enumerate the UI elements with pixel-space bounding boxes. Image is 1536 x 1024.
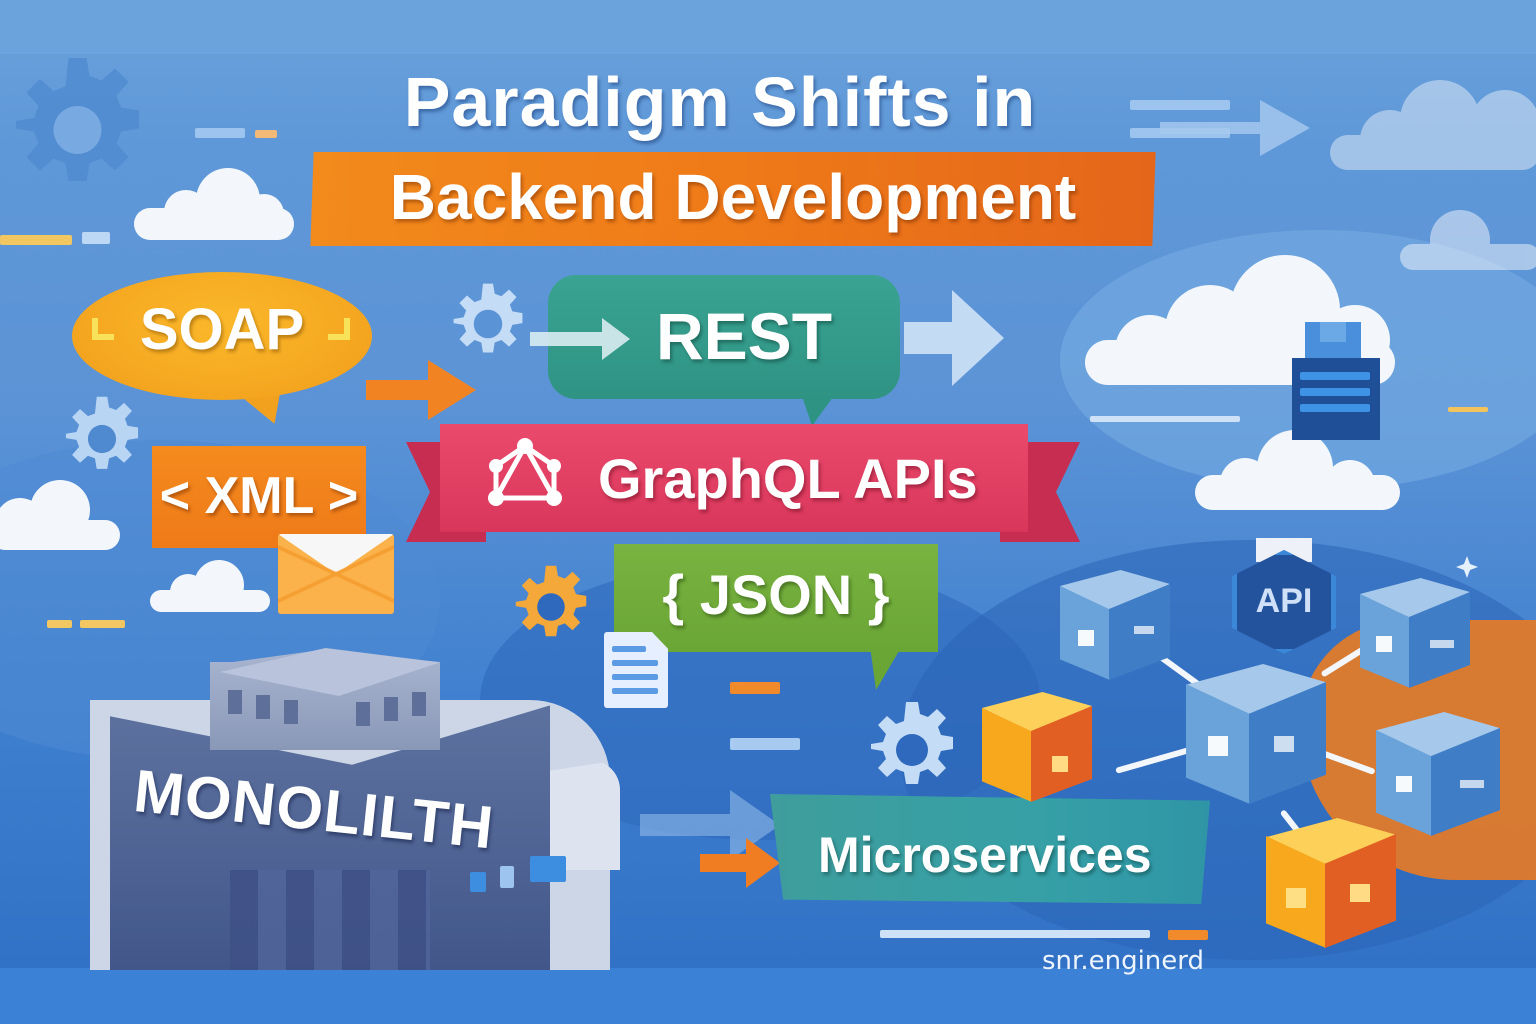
decorative-dash <box>255 130 277 138</box>
window <box>384 697 398 721</box>
title-line-2: Backend Development <box>389 161 1077 233</box>
cloud-icon <box>1195 430 1400 510</box>
envelope-icon <box>278 534 394 614</box>
arrow-right-icon <box>640 790 780 860</box>
decorative-dash <box>1168 930 1208 940</box>
xml-label: < XML > <box>159 467 359 525</box>
top-sky-band <box>0 0 1536 54</box>
arrow-right-icon <box>366 360 476 420</box>
window <box>500 866 514 888</box>
window <box>470 872 486 892</box>
gear-icon <box>871 702 953 784</box>
decorative-dash <box>730 682 780 694</box>
gear-icon <box>515 565 587 637</box>
microservice-cube <box>1360 578 1470 688</box>
decorative-dash <box>47 620 72 628</box>
api-badge <box>1232 550 1336 654</box>
title-line-1: Paradigm Shifts in <box>403 63 1037 141</box>
cloud-icon <box>1400 210 1536 270</box>
xml-box <box>152 446 366 548</box>
server-icon <box>1292 358 1380 440</box>
json-bubble-tail <box>870 646 902 690</box>
arrow-right-icon <box>1160 100 1310 156</box>
json-bubble <box>614 544 938 652</box>
bracket-right-icon <box>328 318 350 340</box>
microservice-cube <box>1266 818 1396 948</box>
sparkle-icon <box>1456 556 1478 578</box>
window <box>530 856 566 882</box>
gear-icon <box>16 58 139 181</box>
decorative-dash <box>880 930 1150 938</box>
decorative-dash <box>0 235 72 245</box>
graphql-ribbon <box>440 424 1028 532</box>
microservice-cube <box>982 692 1094 804</box>
document-icon <box>604 632 668 708</box>
decorative-dash <box>730 738 800 750</box>
window <box>228 690 242 714</box>
json-label: { JSON } <box>662 563 890 626</box>
graphql-label: GraphQL APIs <box>598 447 978 510</box>
decorative-dash <box>1448 407 1488 412</box>
microservices-banner <box>770 794 1210 904</box>
gear-icon <box>453 283 523 353</box>
arrow-right-icon <box>904 290 1004 386</box>
monolith-columns <box>230 870 430 970</box>
window <box>256 695 270 719</box>
arrow-right-icon <box>700 838 780 888</box>
microservice-cube <box>1376 712 1500 836</box>
arrow-right-icon <box>530 318 630 360</box>
window <box>284 700 298 724</box>
bottom-band <box>0 968 1536 1024</box>
bracket-left-icon <box>92 318 114 340</box>
cloud-icon <box>0 480 130 550</box>
microservices-label: Microservices <box>818 827 1152 883</box>
graphql-logo-icon <box>488 438 562 506</box>
microservice-cube <box>1186 664 1326 804</box>
soap-bubble <box>72 272 372 400</box>
decorative-dash <box>1090 416 1240 422</box>
rest-label: REST <box>655 299 833 373</box>
decorative-dash <box>1130 100 1230 110</box>
cloud-icon <box>134 168 294 240</box>
api-badge-label: API <box>1255 582 1313 620</box>
microservice-cube <box>1060 570 1170 680</box>
soap-label: SOAP <box>139 297 305 362</box>
window <box>356 702 370 726</box>
gear-icon <box>65 396 139 469</box>
decorative-dash <box>195 128 245 138</box>
watermark: snr.engine­rd <box>1042 946 1205 976</box>
decorative-dash <box>80 620 125 628</box>
cloud-icon <box>1330 80 1536 170</box>
decorative-dash <box>82 232 110 244</box>
server-cap <box>1320 322 1346 342</box>
cloud-icon <box>150 560 270 612</box>
window <box>412 692 426 716</box>
